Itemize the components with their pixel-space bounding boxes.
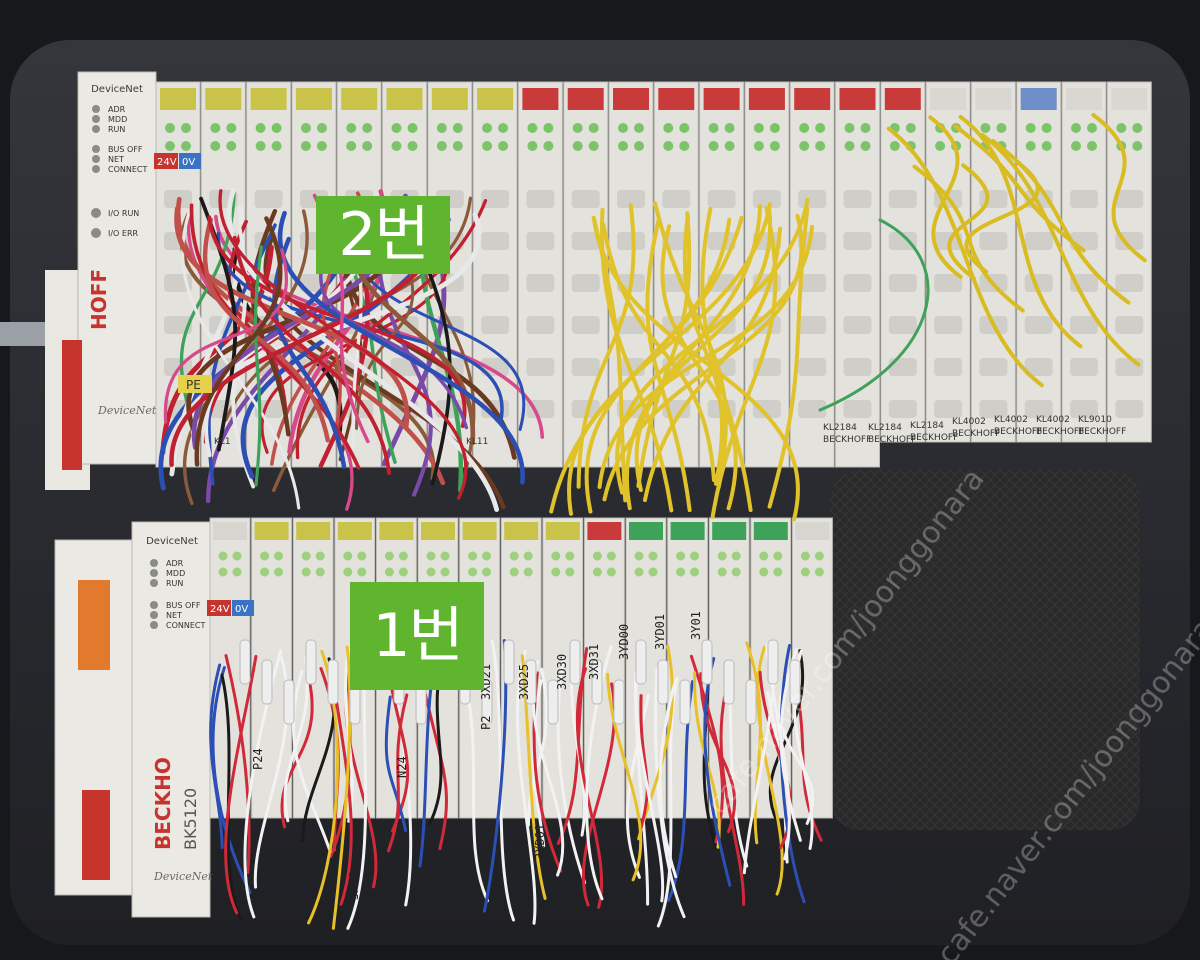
bottom-wire-tags: 3XD21 3XD25 3XD30 3XD31 3YD00 3YD01 3XD0… — [251, 611, 703, 900]
svg-text:3XD01: 3XD01 — [533, 824, 547, 860]
top-supply-24v: 24V — [157, 157, 177, 168]
svg-text:3Y01: 3Y01 — [689, 611, 703, 640]
svg-text:MDD: MDD — [166, 569, 185, 578]
svg-text:BECKHOFF: BECKHOFF — [1036, 427, 1084, 437]
label-1-badge: 1번 — [350, 582, 484, 690]
svg-text:KL4002: KL4002 — [952, 417, 986, 427]
svg-text:N24: N24 — [395, 756, 409, 778]
svg-text:MDD: MDD — [108, 115, 127, 124]
svg-text:KL1: KL1 — [214, 437, 231, 447]
svg-text:3YD01: 3YD01 — [653, 614, 667, 650]
bottom-supply-0v: 0V — [235, 604, 248, 615]
svg-text:KL4002: KL4002 — [994, 415, 1028, 425]
svg-text:P24: P24 — [251, 748, 265, 770]
bottom-supply-24v: 24V — [210, 604, 230, 615]
top-pe-label: PE — [186, 378, 201, 392]
top-logo: DeviceNet — [97, 404, 157, 417]
svg-text:KL2184: KL2184 — [868, 423, 902, 433]
bottom-brand-vertical: BECKHO — [151, 757, 175, 850]
svg-text:I/O RUN: I/O RUN — [108, 209, 139, 218]
svg-text:BUS OFF: BUS OFF — [166, 601, 201, 610]
svg-text:P2: P2 — [479, 716, 493, 730]
top-supply-0v: 0V — [182, 157, 195, 168]
label-2-badge: 2번 — [316, 196, 450, 274]
svg-text:ADR: ADR — [108, 105, 126, 114]
svg-text:NET: NET — [166, 611, 182, 620]
top-head-leds: ADR MDD RUN BUS OFF NET CONNECT I/O RUN … — [108, 105, 147, 238]
svg-text:KL9010: KL9010 — [1078, 415, 1112, 425]
bottom-model: BK5120 — [181, 788, 200, 850]
svg-text:3YD00: 3YD00 — [617, 624, 631, 660]
svg-text:ADR: ADR — [166, 559, 184, 568]
bottom-head-leds: ADR MDD RUN BUS OFF NET CONNECT — [166, 559, 205, 630]
svg-text:KL2184: KL2184 — [910, 421, 944, 431]
svg-text:NET: NET — [108, 155, 124, 164]
svg-text:BECKHOFF: BECKHOFF — [910, 433, 958, 443]
bottom-logo: DeviceNet — [153, 870, 213, 883]
svg-text:BUS OFF: BUS OFF — [108, 145, 143, 154]
bottom-head-label: DeviceNet — [146, 536, 198, 547]
svg-text:RUN: RUN — [166, 579, 183, 588]
top-brand-vertical: HOFF — [87, 269, 111, 330]
svg-text:BECKHOFF: BECKHOFF — [994, 427, 1042, 437]
svg-text:CONNECT: CONNECT — [108, 165, 147, 174]
svg-text:RUN: RUN — [108, 125, 125, 134]
svg-text:I/O ERR: I/O ERR — [108, 229, 139, 238]
svg-text:BECKHOFF: BECKHOFF — [868, 435, 916, 445]
svg-text:KL11: KL11 — [466, 437, 488, 447]
svg-text:3XD31: 3XD31 — [587, 644, 601, 680]
svg-text:BECKHOFF: BECKHOFF — [823, 435, 871, 445]
svg-text:BECKHOFF: BECKHOFF — [1078, 427, 1126, 437]
svg-text:3XD0: 3XD0 — [347, 871, 361, 900]
svg-text:KL4002: KL4002 — [1036, 415, 1070, 425]
top-head-label: DeviceNet — [91, 84, 143, 95]
top-terminal-labels: KL1 KL11 KL2184 KL2184 KL2184 KL4002 KL4… — [214, 415, 1126, 447]
svg-text:KL2184: KL2184 — [823, 423, 857, 433]
svg-text:3XD25: 3XD25 — [517, 664, 531, 700]
svg-text:3XD30: 3XD30 — [555, 654, 569, 690]
svg-text:CONNECT: CONNECT — [166, 621, 205, 630]
svg-text:3XD07: 3XD07 — [509, 834, 523, 870]
svg-text:BECKHOFF: BECKHOFF — [952, 429, 1000, 439]
